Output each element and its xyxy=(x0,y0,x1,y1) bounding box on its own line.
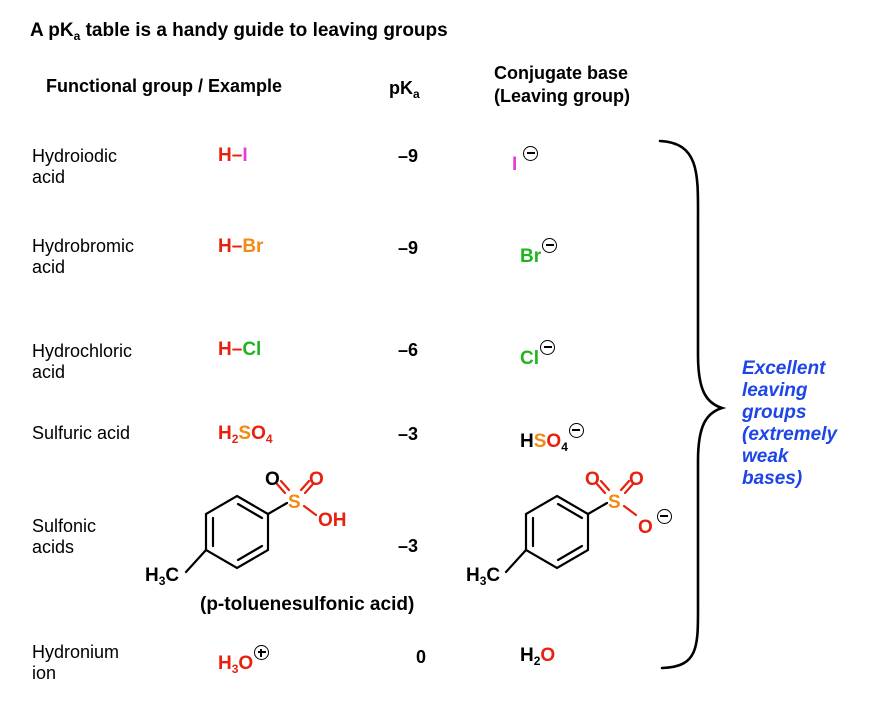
page-title: A pKa table is a handy guide to leaving … xyxy=(30,20,448,43)
atom-o-base-right: O xyxy=(629,469,644,490)
pka-value-hi: –9 xyxy=(398,146,419,166)
bond-ring-sulfur-acid xyxy=(266,501,289,516)
minus-charge-icon xyxy=(523,146,539,161)
atom-o-base-left: O xyxy=(585,469,600,490)
formula-hi: H–I xyxy=(218,145,248,166)
atom-s-base: S xyxy=(608,492,621,513)
conj-base-chloride: Cl xyxy=(520,340,555,370)
atom-o-minus-base: O xyxy=(638,509,672,539)
conj-base-hso4: HSO4 xyxy=(520,423,584,454)
pka-value-h2so4: –3 xyxy=(398,424,419,444)
methyl-base: H3C xyxy=(466,565,501,588)
minus-charge-icon xyxy=(656,509,672,524)
formula-hcl: H–Cl xyxy=(218,339,262,360)
pka-value-sulfonic: –3 xyxy=(398,536,419,556)
row-name-sulfuric: Sulfuric acid xyxy=(32,423,131,443)
bond-ring-sulfur-base xyxy=(586,501,609,516)
formula-h2so4: H2SO4 xyxy=(218,423,273,446)
minus-charge-icon xyxy=(540,340,555,355)
bond-ring-methyl-base xyxy=(504,548,528,574)
atom-oh-acid: OH xyxy=(318,510,347,531)
pka-value-hydronium: 0 xyxy=(416,647,427,667)
minus-charge-icon xyxy=(568,423,584,438)
sulfonic-caption: (p-toluenesulfonic acid) xyxy=(200,594,415,615)
header-pka: pKa xyxy=(389,78,420,101)
formula-h3o-plus: H3O xyxy=(218,645,270,676)
atom-o-acid-left: O xyxy=(265,469,280,490)
conj-base-iodide: I xyxy=(512,146,539,176)
atom-s-acid: S xyxy=(288,492,301,513)
formula-hbr: H–Br xyxy=(218,236,264,257)
header-functional-group: Functional group / Example xyxy=(46,76,283,96)
plus-charge-icon xyxy=(254,645,270,660)
benzene-ring-acid xyxy=(204,494,270,570)
curly-brace xyxy=(658,139,727,670)
minus-charge-icon xyxy=(542,238,558,253)
conj-base-water: H2O xyxy=(520,645,556,668)
pka-value-hcl: –6 xyxy=(398,340,419,360)
methyl-acid: H3C xyxy=(145,565,180,588)
header-conjugate-base: Conjugate base(Leaving group) xyxy=(494,63,630,106)
benzene-ring-base xyxy=(524,494,590,570)
conj-base-bromide: Br xyxy=(520,238,558,268)
bond-ring-methyl-acid xyxy=(184,548,208,574)
pka-value-hbr: –9 xyxy=(398,238,419,258)
atom-o-acid-right: O xyxy=(309,469,324,490)
bracket-note: Excellent leaving groups (extremely weak… xyxy=(742,358,838,489)
